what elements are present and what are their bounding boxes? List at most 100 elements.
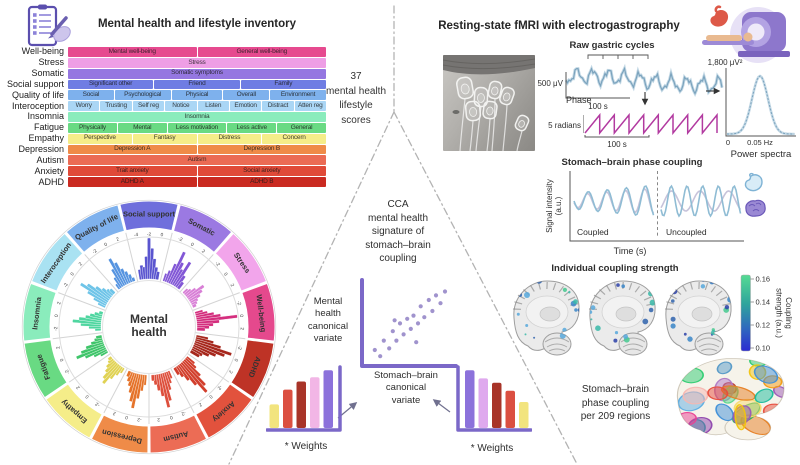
fmri-panel-title: Resting-state fMRI with electrogastrogra… <box>438 20 680 32</box>
rose-tick-label: 2 <box>200 248 206 255</box>
rose-tick-label: 0 <box>169 414 173 421</box>
rose-bars <box>189 334 232 358</box>
rose-tick-label: -2 <box>64 368 71 375</box>
scatter-point <box>390 329 395 334</box>
scatter-point <box>433 293 439 298</box>
rose-bars <box>79 282 116 308</box>
colorbar-label: Couplingstrength (a.u.) <box>775 288 794 338</box>
stomach-brain-variate-label: Stomach–brain canonical variate <box>374 370 438 406</box>
rose-tick-label: 0 <box>69 271 76 277</box>
inventory-cell: Emotion <box>229 101 262 112</box>
scatter-point <box>394 338 399 343</box>
rose-bars <box>108 258 136 290</box>
clipboard-checklist-icon <box>27 4 71 47</box>
rose-ring-segment <box>241 282 276 342</box>
scatter-point <box>381 338 386 343</box>
rose-tick-label: 2 <box>197 401 203 408</box>
power-spectra-label: Power spectra <box>731 149 792 160</box>
weight-bar <box>323 370 333 428</box>
rose-tick-label: 2 <box>55 345 62 349</box>
inventory-row-label: Somatic <box>31 68 64 79</box>
electrode-wires <box>459 98 523 151</box>
stomach-icon <box>710 5 729 27</box>
scatter-point <box>438 301 443 306</box>
cca-scatter-plot <box>360 278 458 368</box>
power-peak-label: 1,800 μV² <box>708 58 743 67</box>
rose-bars <box>194 309 238 332</box>
inventory-row-label: Quality of life <box>11 89 64 100</box>
scatter-point <box>392 318 397 323</box>
scatter-point <box>372 347 377 353</box>
divider-left-arm <box>228 111 395 465</box>
time-axis-label: Time (s) <box>614 246 647 256</box>
inventory-cell: Fantasy <box>132 133 197 144</box>
weight-bar <box>283 389 293 428</box>
scatter-point <box>430 308 435 314</box>
rose-bars <box>182 284 205 308</box>
inventory-cell: Distract <box>262 101 294 112</box>
mri-scanner-icon <box>702 5 790 63</box>
rose-bars <box>75 334 109 360</box>
colorbar-tick: 0.10 <box>756 344 771 353</box>
regions-caption: Stomach–brain phase coupling per 209 reg… <box>580 384 651 422</box>
inventory-row-label: Interoception <box>11 100 64 111</box>
scatter-point <box>426 297 431 303</box>
rose-bars <box>137 237 160 280</box>
inventory-cell: General <box>277 122 326 133</box>
weight-bar <box>519 402 529 428</box>
weights-axes <box>456 365 532 432</box>
rose-tick-label: -2 <box>147 231 152 237</box>
inventory-cell: Depression A <box>68 144 197 155</box>
inventory-cell: Atten reg <box>294 101 326 112</box>
phase-scale: 5 radians <box>548 121 581 130</box>
inventory-cell: Environment <box>270 90 326 101</box>
rose-ring-segment <box>45 383 103 439</box>
rose-tick-label: -2 <box>177 236 183 243</box>
inventory-cell: Overall <box>223 90 270 101</box>
weights-right-arrow <box>432 399 451 413</box>
inventory-row-label: Autism <box>36 154 64 165</box>
weights-right-chart <box>456 365 532 432</box>
weight-bar <box>492 382 502 428</box>
inventory-cell: Psychological <box>114 90 171 101</box>
inventory-cell: Trusting <box>100 101 132 112</box>
scatter-point <box>387 346 392 351</box>
parcellated-brain-image <box>677 358 785 441</box>
rose-bars <box>102 356 125 385</box>
inventory-cell: ADHD B <box>197 177 326 187</box>
inventory-row: Stress <box>68 57 326 68</box>
divider-right-arm <box>393 111 578 465</box>
colorbar-tick: 0.16 <box>756 275 771 284</box>
brain-slice-image <box>588 280 656 356</box>
cca-caption: CCA mental health signature of stomach–b… <box>365 199 431 264</box>
rose-tick-label: -2 <box>63 282 70 289</box>
rose-ring-segment <box>172 204 233 254</box>
colorbar-tick: 0.12 <box>756 321 771 330</box>
rose-tick-label: -4 <box>134 232 139 239</box>
inventory-row-label: Well-being <box>21 46 64 57</box>
inventory-cell: Social <box>68 90 114 101</box>
rose-tick-label: 2 <box>56 301 63 305</box>
stomach-icon <box>744 172 763 192</box>
rose-tick-label: 2 <box>227 369 234 375</box>
uncoupled-label: Uncoupled <box>666 227 707 237</box>
rose-tick-label: -2 <box>236 345 243 351</box>
coupling-colorbar <box>740 274 751 352</box>
scatter-axes <box>360 278 458 368</box>
coupling-title: Stomach–brain phase coupling <box>562 157 703 168</box>
weights-right-label: * Weights <box>470 443 514 454</box>
rose-ring-segment <box>230 339 275 399</box>
inventory-cell: Mental well-being <box>68 47 197 57</box>
weight-bar <box>465 370 475 428</box>
inventory-row: Autism <box>68 155 326 166</box>
rose-tick-label: 2 <box>157 416 161 422</box>
